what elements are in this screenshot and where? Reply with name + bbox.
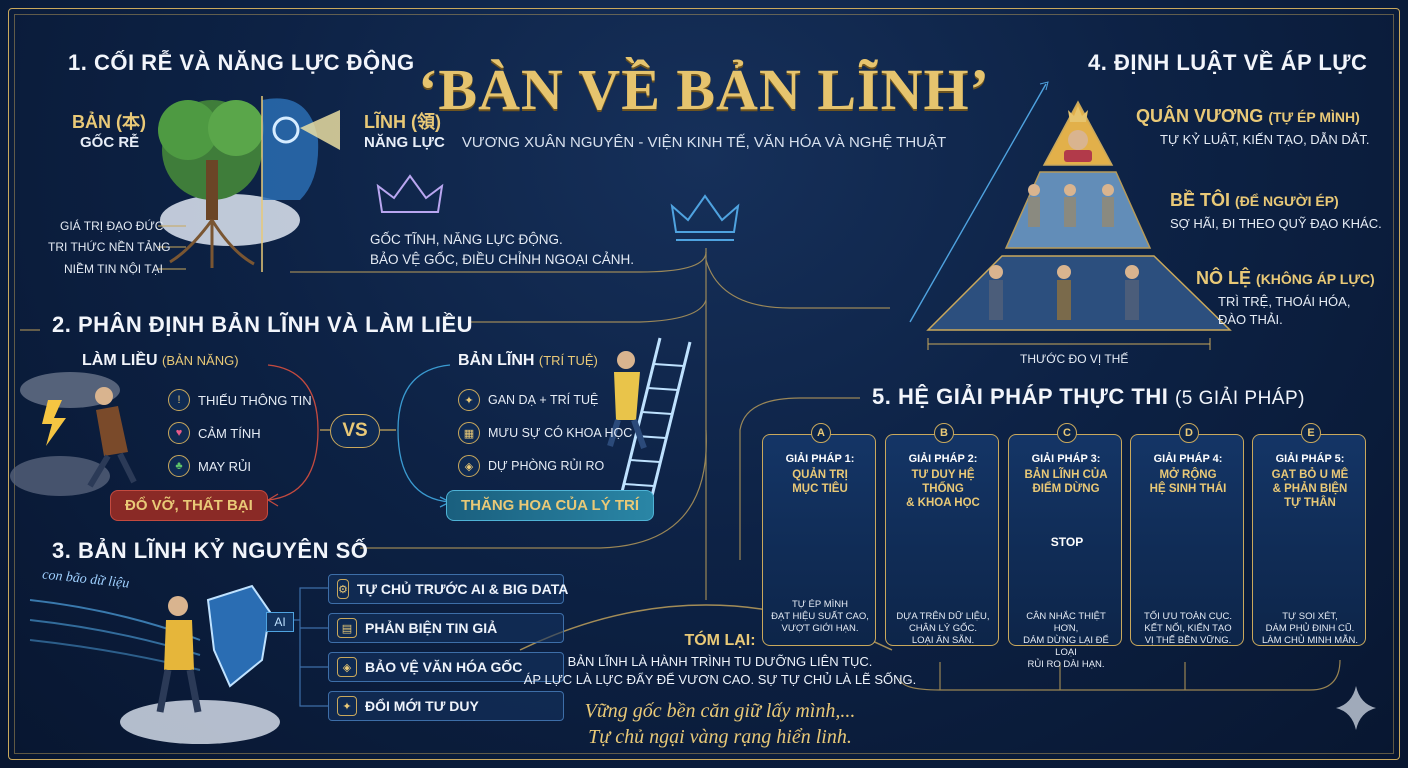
courage-heading: BẢN LĨNH (TRÍ TUỆ) xyxy=(458,352,598,370)
level-king: QUÂN VƯƠNG (TỰ ÉP MÌNH) xyxy=(1136,106,1360,126)
bulb-icon: ✦ xyxy=(458,389,480,411)
small-crown-icon xyxy=(376,174,444,213)
reckless-item: !THIẾU THÔNG TIN xyxy=(168,389,312,411)
section1-desc-2: BẢO VỆ GỐC, ĐIỀU CHỈNH NGOẠI CẢNH. xyxy=(370,252,635,267)
ban-label: BẢN (本) xyxy=(72,112,146,132)
sparkle-icon xyxy=(1336,686,1376,730)
linh-sub: NĂNG LỰC xyxy=(364,134,445,151)
reckless-item: ♣MAY RỦI xyxy=(168,455,251,477)
card-badge: C xyxy=(1057,423,1077,443)
vs-badge: VS xyxy=(330,414,380,448)
poem-line-2: Tự chủ ngại vàng rạng hiển linh. xyxy=(588,726,852,748)
courage-note: (TRÍ TUỆ) xyxy=(538,353,598,368)
ladder-climber-illustration xyxy=(607,337,692,505)
data-storm-illustration xyxy=(29,584,280,744)
reckless-title: LÀM LIỀU xyxy=(82,352,158,369)
ban-sub: GỐC RỄ xyxy=(80,134,140,151)
courage-item: ▦MƯU SỰ CÓ KHOA HỌC xyxy=(458,422,632,444)
gear-icon: ⚙ xyxy=(337,579,349,599)
clover-icon: ♣ xyxy=(168,455,190,477)
level-slave-desc: TRÌ TRỆ, THOÁI HÓA, xyxy=(1218,294,1351,309)
level-king-desc: TỰ KỶ LUẬT, KIẾN TẠO, DẪN DẮT. xyxy=(1160,132,1370,147)
root-label: GIÁ TRỊ ĐẠO ĐỨC xyxy=(60,219,164,233)
digital-item: ✦ĐỔI MỚI TƯ DUY xyxy=(328,691,564,721)
root-label: NIỀM TIN NỘI TẠI xyxy=(64,262,163,276)
reckless-heading: LÀM LIỀU (BẢN NĂNG) xyxy=(82,352,239,370)
card-badge: A xyxy=(811,423,831,443)
section1-desc-1: GỐC TĨNH, NĂNG LỰC ĐỘNG. xyxy=(370,232,563,247)
page-title: ‘BÀN VỀ BẢN LĨNH’ xyxy=(418,57,990,122)
info-icon: ! xyxy=(168,389,190,411)
reckless-item: ♥CẢM TÍNH xyxy=(168,422,261,444)
digital-item: ▤PHẢN BIỆN TIN GIẢ xyxy=(328,613,564,643)
bulb-icon: ✦ xyxy=(337,696,357,716)
crown-icon xyxy=(670,194,740,241)
pyramid-figures xyxy=(989,130,1139,320)
solution-card-b: B GIẢI PHÁP 2: TƯ DUY HỆ THỐNG& KHOA HỌC… xyxy=(885,423,999,646)
courage-title: BẢN LĨNH xyxy=(458,352,535,369)
level-servant: BỀ TÔI (ĐỂ NGƯỜI ÉP) xyxy=(1170,190,1339,210)
courage-item: ◈DỰ PHÒNG RỦI RO xyxy=(458,455,604,477)
card-badge: D xyxy=(1179,423,1199,443)
courage-item: ✦GAN DẠ + TRÍ TUỆ xyxy=(458,389,598,411)
reckless-runner-illustration xyxy=(10,372,137,496)
reckless-note: (BẢN NĂNG) xyxy=(162,353,239,368)
section2-title: 2. PHÂN ĐỊNH BẢN LĨNH VÀ LÀM LIỀU xyxy=(52,312,474,337)
conclusion-line-2: ÁP LỰC LÀ LỰC ĐẨY ĐỂ VƯƠN CAO. SỰ TỰ CHỦ… xyxy=(523,672,917,687)
pyramid-axis-label: THƯỚC ĐO VỊ THẾ xyxy=(1020,352,1129,366)
heart-icon: ♥ xyxy=(168,422,190,444)
level-slave: NÔ LỆ (KHÔNG ÁP LỰC) xyxy=(1196,268,1375,288)
section3-title: 3. BẢN LĨNH KỶ NGUYÊN SỐ xyxy=(52,538,369,563)
chart-icon: ▦ xyxy=(458,422,480,444)
shield-icon: ◈ xyxy=(337,657,357,677)
stop-sign-label: STOP xyxy=(1050,535,1084,549)
poem-line-1: Vững gốc bền căn giữ lấy mình,... xyxy=(584,700,856,722)
conclusion-line-1: BẢN LĨNH LÀ HÀNH TRÌNH TU DƯỠNG LIÊN TỤC… xyxy=(567,654,873,669)
page-subtitle: VƯƠNG XUÂN NGUYÊN - VIỆN KINH TẾ, VĂN HÓ… xyxy=(461,134,947,151)
section5-title: 5. HỆ GIẢI PHÁP THỰC THI (5 GIẢI PHÁP) xyxy=(872,384,1305,409)
ai-chip: AI xyxy=(266,612,294,632)
card-badge: E xyxy=(1301,423,1321,443)
section4-title: 4. ĐỊNH LUẬT VỀ ÁP LỰC xyxy=(1088,50,1368,75)
level-slave-desc-2: ĐÀO THẢI. xyxy=(1218,312,1283,327)
courage-result: THĂNG HOA CỦA LÝ TRÍ xyxy=(446,490,655,521)
news-icon: ▤ xyxy=(337,618,357,638)
reckless-result: ĐỔ VỠ, THẤT BẠI xyxy=(110,490,268,521)
digital-item: ◈BẢO VỆ VĂN HÓA GỐC xyxy=(328,652,564,682)
level-servant-desc: SỢ HÃI, ĐI THEO QUỸ ĐẠO KHÁC. xyxy=(1170,216,1382,231)
digital-item: ⚙TỰ CHỦ TRƯỚC AI & BIG DATA xyxy=(328,574,568,604)
shield-icon: ◈ xyxy=(458,455,480,477)
data-storm-label: con bão dữ liệu xyxy=(41,567,130,592)
linh-label: LĨNH (領) xyxy=(364,112,441,132)
root-label: TRI THỨC NỀN TẢNG xyxy=(48,240,171,254)
conclusion-title: TÓM LẠI: xyxy=(684,632,756,649)
section1-title: 1. CỐI RỄ VÀ NĂNG LỰC ĐỘNG xyxy=(68,50,415,75)
card-badge: B xyxy=(934,423,954,443)
